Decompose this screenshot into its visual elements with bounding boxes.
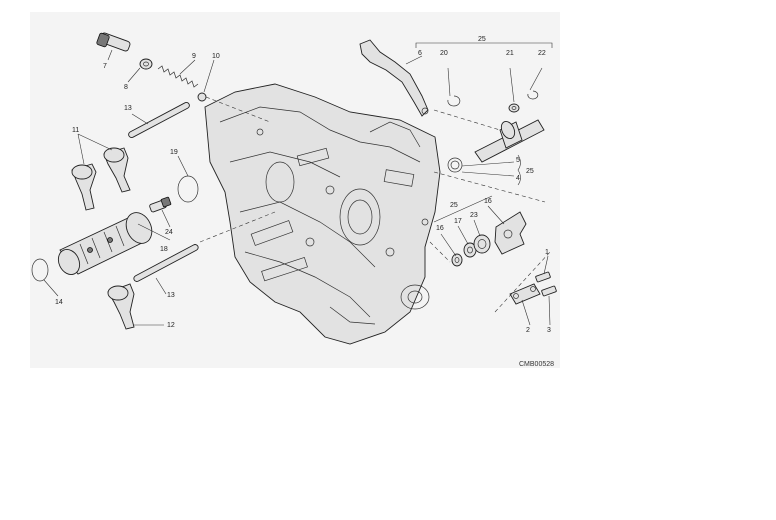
o-ring-14 [31,258,49,282]
diagram-canvas: 7 8 9 10 13 11 19 24 18 14 13 12 25 6 20… [31,32,557,368]
o-ring-19 [177,175,199,203]
label-20: 20 [440,50,448,57]
selector-drum [57,212,153,275]
selector-pin-7 [96,32,131,52]
spring-5 [447,157,463,173]
label-17: 17 [454,218,462,225]
label-22: 22 [538,50,546,57]
assembly-dashed-lines [199,96,551,313]
seal-23 [473,234,491,254]
shift-fork-11-a [71,163,97,211]
label-8: 8 [124,84,128,91]
lever-6 [359,39,429,117]
label-24: 24 [165,229,173,236]
shift-fork-12 [107,283,135,330]
bracket-2 [509,283,541,305]
label-25-right: 25 [526,168,534,175]
label-14: 14 [55,299,63,306]
label-23: 23 [470,212,478,219]
crankcase-half [204,83,441,345]
washer-16-small [451,253,463,267]
label-25-top: 25 [478,36,486,43]
label-13-upper: 13 [124,105,132,112]
exploded-parts-diagram: 7 8 9 10 13 11 19 24 18 14 13 12 25 6 20… [30,12,560,368]
label-5: 5 [516,157,520,164]
label-16-left: 16 [436,225,444,232]
label-13-lower: 13 [167,292,175,299]
label-21: 21 [506,50,514,57]
drawing-code: CMB00528 [519,361,554,368]
label-18: 18 [160,246,168,253]
label-9: 9 [192,53,196,60]
label-11: 11 [72,127,79,134]
spring-9 [157,65,199,88]
label-3: 3 [547,327,551,334]
label-19: 19 [170,149,178,156]
shift-fork-11-b [103,147,131,193]
fork-shaft-13-lower [133,244,199,282]
fork-shaft-13-upper [128,101,190,139]
plate-16 [494,211,527,255]
ball-10 [197,92,207,102]
washer-8 [139,58,153,70]
leader-lines [43,42,553,326]
circlip-22 [527,90,539,100]
label-4: 4 [516,175,520,182]
circlip-20 [447,95,461,107]
gear-shaft-4 [474,119,545,163]
label-7: 7 [103,63,107,70]
label-16-right: 16 [484,198,492,205]
label-6: 6 [418,50,422,57]
washer-21 [508,103,520,113]
part-labels: 7 8 9 10 13 11 19 24 18 14 13 12 25 6 20… [55,36,551,334]
sensor-24 [149,196,172,213]
label-25-mid: 25 [450,202,458,209]
label-2: 2 [526,327,530,334]
bolt-3 [541,285,557,297]
label-10: 10 [212,53,220,60]
label-1: 1 [545,249,549,256]
label-12: 12 [167,322,175,329]
bolt-1 [535,271,551,283]
